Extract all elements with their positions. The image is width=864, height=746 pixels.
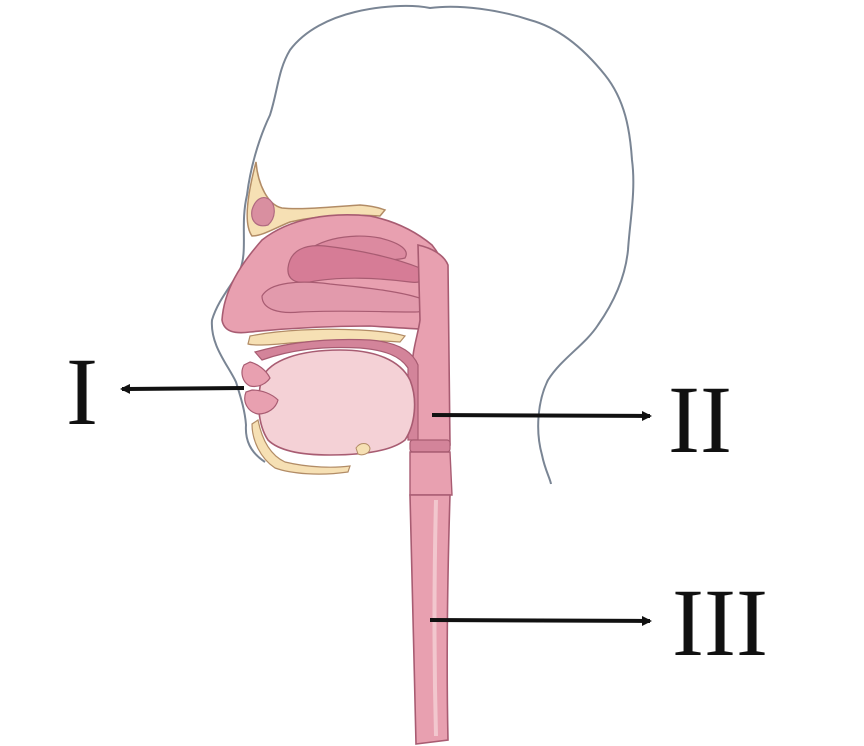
hyoid-bone bbox=[355, 443, 371, 456]
nasal-bone bbox=[246, 161, 387, 237]
frontal-sinus bbox=[251, 197, 275, 227]
label-esophagus: III bbox=[672, 569, 768, 676]
arrow-pharynx bbox=[431, 410, 652, 421]
hard-palate bbox=[247, 328, 407, 346]
jaw bbox=[251, 419, 351, 475]
head-outline bbox=[210, 4, 635, 485]
upper-esophagus bbox=[409, 451, 453, 496]
lower-lip bbox=[244, 389, 279, 415]
label-pharynx: II bbox=[668, 366, 732, 473]
arrow-esophagus bbox=[429, 615, 652, 626]
esophagus bbox=[409, 494, 451, 745]
esophagus-shading bbox=[432, 499, 438, 737]
tongue bbox=[257, 349, 416, 456]
label-mouth: I bbox=[66, 338, 98, 445]
soft-palate bbox=[253, 338, 419, 441]
larynx-band bbox=[409, 439, 451, 453]
upper-lip bbox=[241, 361, 271, 388]
arrow-mouth bbox=[120, 383, 245, 394]
